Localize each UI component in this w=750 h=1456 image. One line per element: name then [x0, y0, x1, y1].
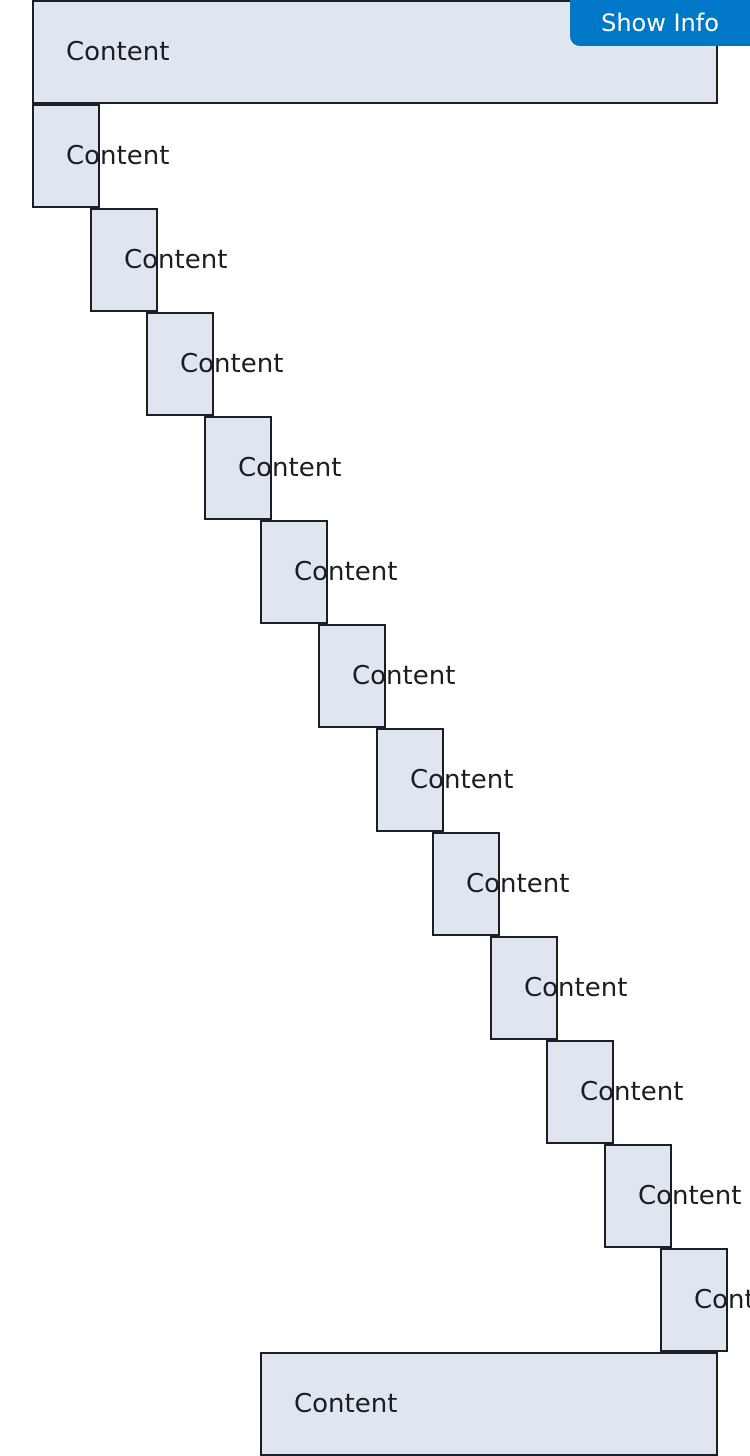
content-box-step-9: Content	[490, 936, 627, 1040]
clipped-box-wrapper: Content	[660, 1248, 750, 1352]
content-label: Content	[410, 765, 514, 795]
content-box-step-8: Content	[432, 832, 569, 936]
content-label: Content	[124, 245, 228, 275]
content-label: Content	[238, 453, 342, 483]
content-box-step-1: Content	[32, 104, 169, 208]
show-info-button[interactable]: Show Info	[570, 0, 750, 46]
content-box-step-3: Content	[146, 312, 283, 416]
content-box-step-4: Content	[204, 416, 341, 520]
content-box-step-7: Content	[376, 728, 513, 832]
content-box-step-11: Content	[604, 1144, 741, 1248]
content-label: Content	[352, 661, 456, 691]
content-box-footer: Content	[260, 1352, 718, 1456]
content-label: Content	[294, 1389, 398, 1419]
content-box-step-6: Content	[318, 624, 455, 728]
content-box-step-5: Content	[260, 520, 397, 624]
content-label: Content	[294, 557, 398, 587]
content-label: Content	[638, 1181, 742, 1211]
content-box-step-12: Content	[660, 1248, 750, 1352]
content-box-step-2: Content	[90, 208, 227, 312]
content-label: Content	[66, 37, 170, 67]
content-label: Content	[524, 973, 628, 1003]
content-label: Content	[580, 1077, 684, 1107]
content-box-step-10: Content	[546, 1040, 683, 1144]
content-label: Content	[66, 141, 170, 171]
content-label: Content	[694, 1285, 750, 1315]
content-label: Content	[180, 349, 284, 379]
content-label: Content	[466, 869, 570, 899]
